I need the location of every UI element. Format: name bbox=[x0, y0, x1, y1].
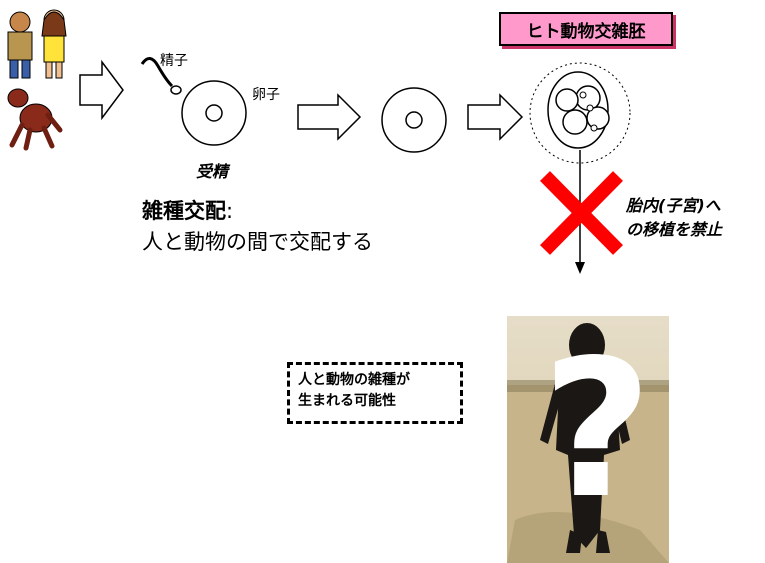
hybrid-mating-description: 人と動物の間で交配する bbox=[142, 230, 373, 254]
arrow-1 bbox=[79, 59, 124, 121]
hybrid-embryo bbox=[529, 62, 631, 164]
question-mark: ? bbox=[541, 319, 653, 540]
possibility-note-line-1: 人と動物の雑種が bbox=[298, 372, 410, 388]
chimpanzee-icon bbox=[7, 88, 63, 151]
arrow-3 bbox=[467, 93, 524, 141]
girl-icon bbox=[41, 9, 67, 79]
prohibition-line-1: 胎内(子宮)へ bbox=[626, 196, 721, 215]
hybrid-mating-term: 雑種交配 bbox=[142, 199, 226, 223]
fertilization-label: 受精 bbox=[196, 162, 229, 181]
prohibited-cross-icon bbox=[540, 171, 623, 255]
arrow-2 bbox=[297, 93, 362, 141]
prohibition-text: 胎内(子宮)へ の移植を禁止 bbox=[626, 194, 722, 242]
egg-cell-1 bbox=[181, 80, 247, 146]
boy-icon bbox=[7, 11, 33, 79]
fertilized-egg bbox=[381, 87, 447, 153]
sperm-label: 精子 bbox=[160, 53, 188, 69]
hybrid-photo bbox=[507, 316, 669, 563]
hybrid-embryo-title: ヒト動物交雑胚 bbox=[499, 12, 673, 46]
sperm-icon bbox=[140, 57, 182, 95]
egg-label: 卵子 bbox=[252, 87, 280, 103]
possibility-note-line-2: 生まれる可能性 bbox=[298, 393, 396, 409]
hybrid-mating-colon: : bbox=[226, 199, 234, 223]
prohibition-line-2: の移植を禁止 bbox=[626, 220, 723, 239]
hybrid-mating-heading: 雑種交配: bbox=[142, 195, 233, 225]
possibility-note: 人と動物の雑種が 生まれる可能性 bbox=[287, 362, 463, 424]
